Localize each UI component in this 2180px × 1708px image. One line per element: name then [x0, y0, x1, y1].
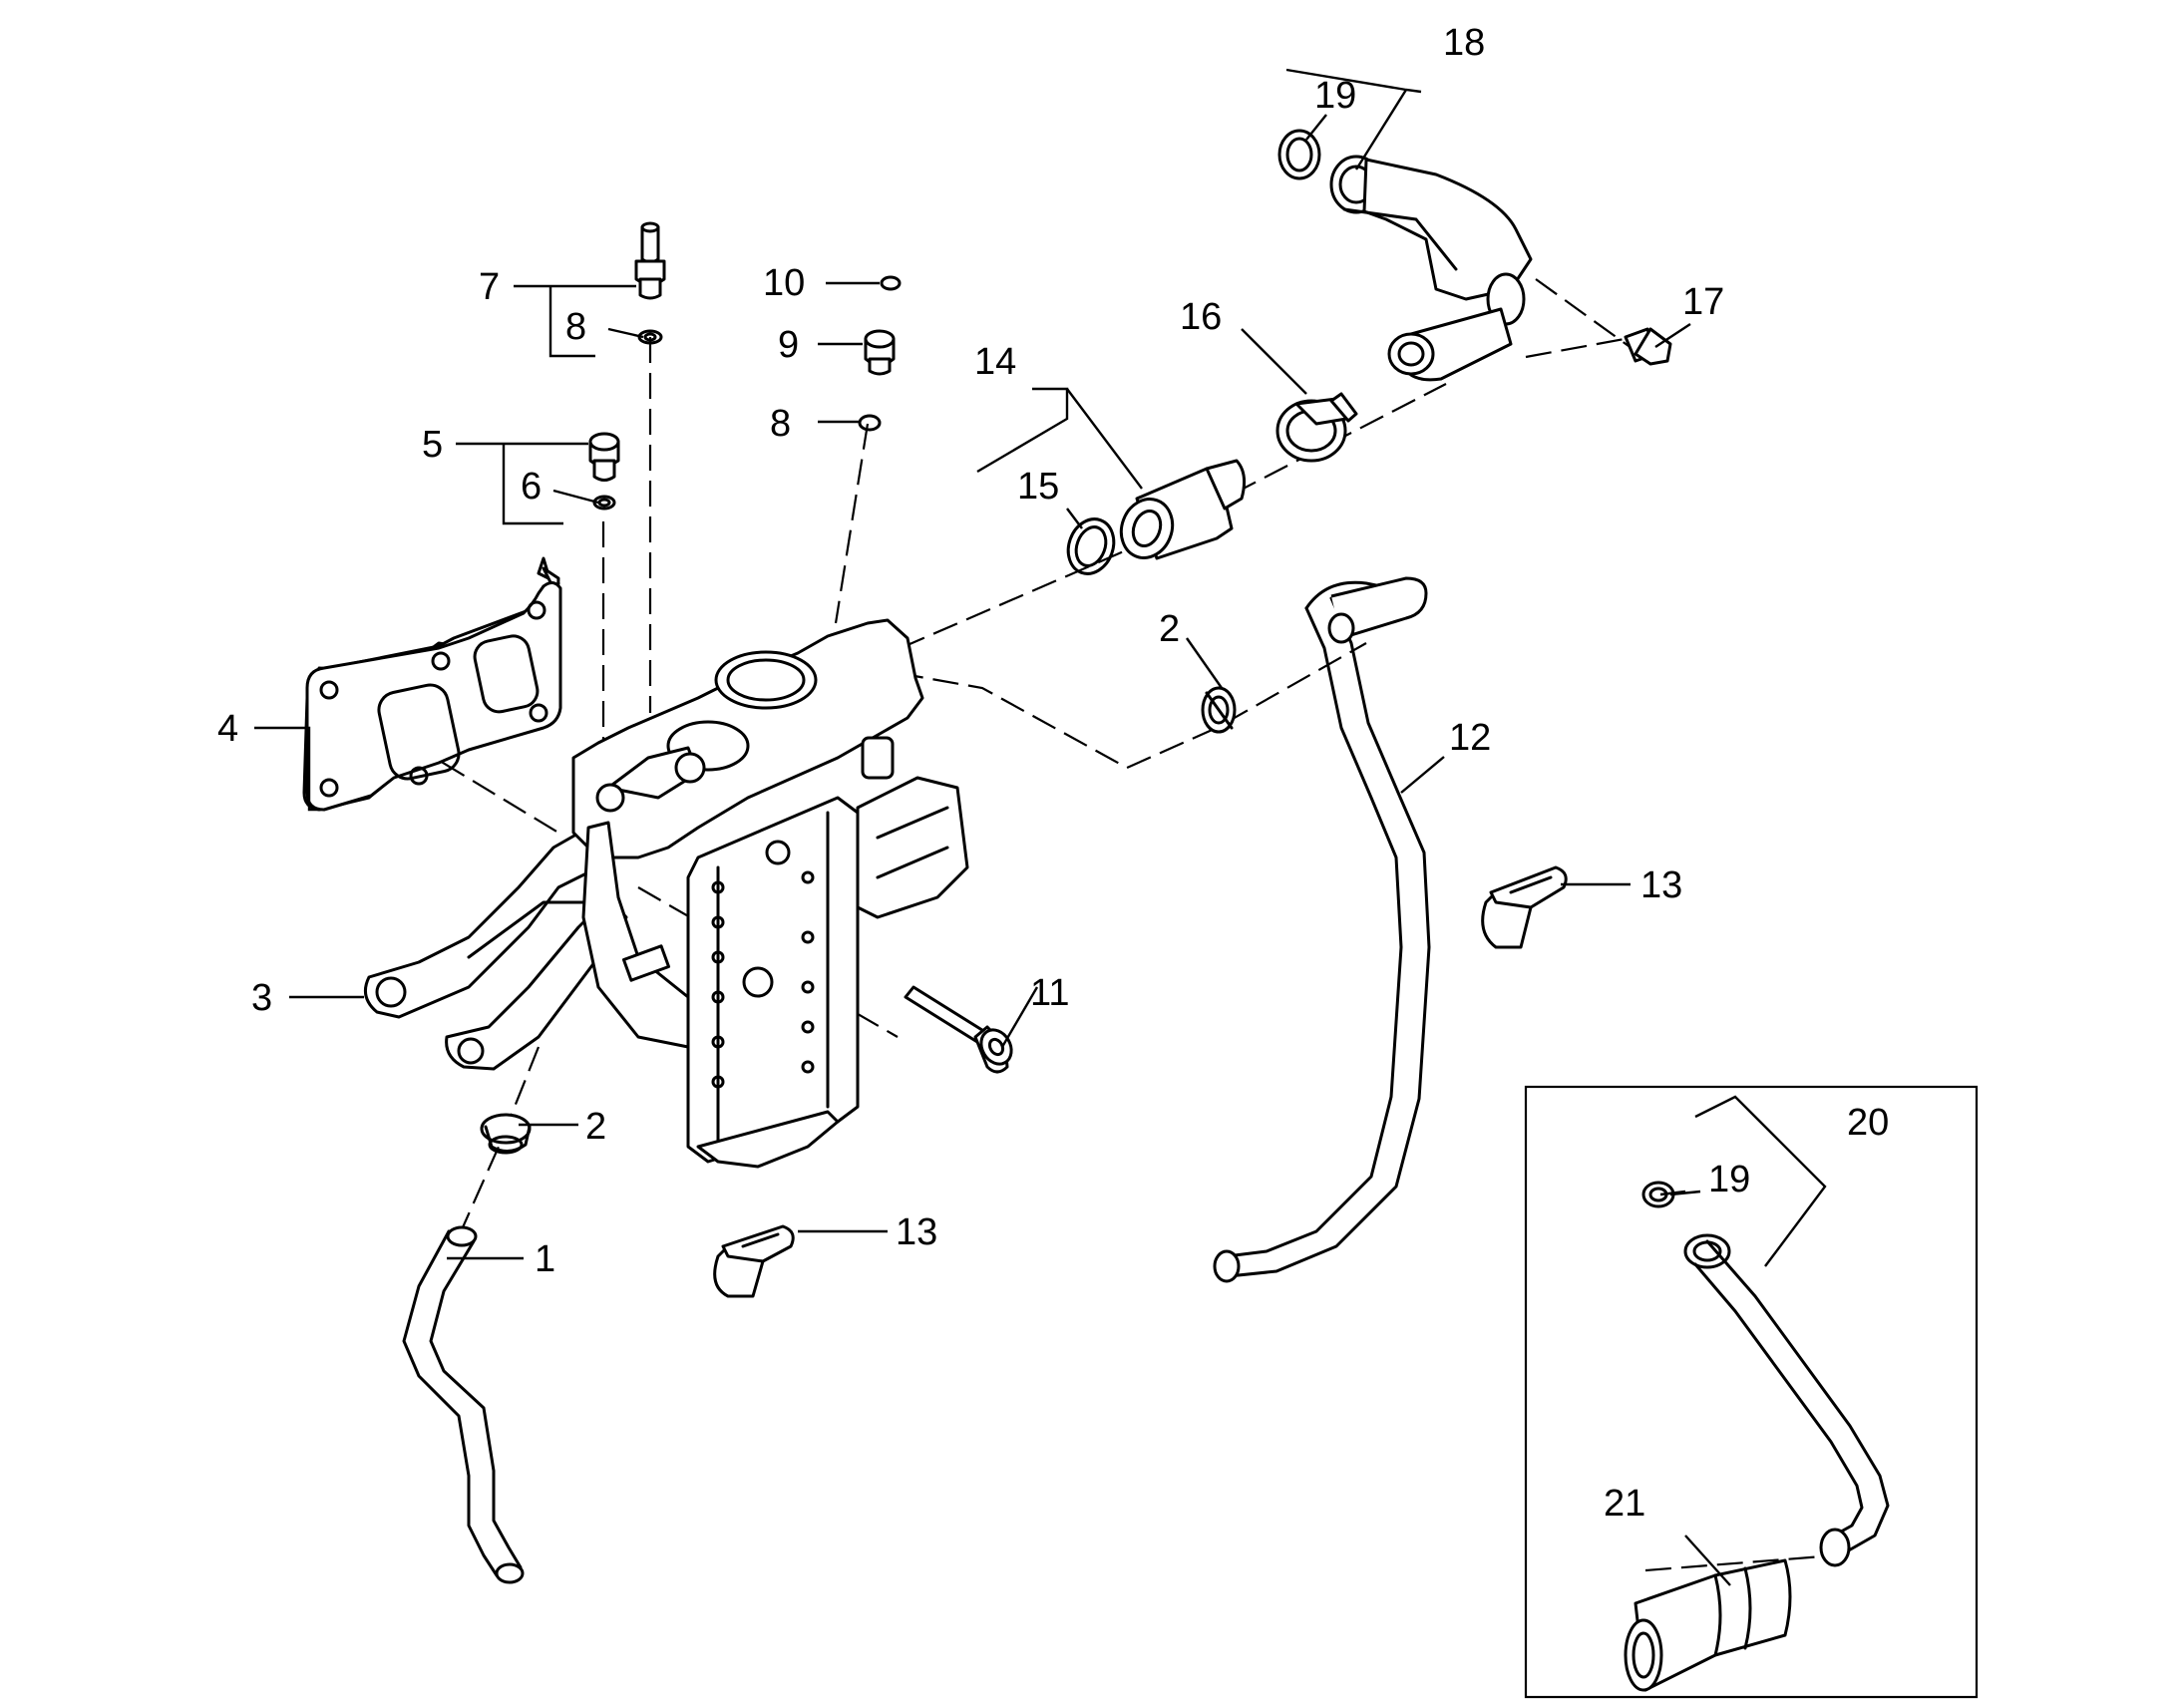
part-2-grommet-upper — [1201, 686, 1237, 734]
part-21-sleeve — [1624, 1558, 1792, 1692]
callout-4: 4 — [217, 708, 238, 750]
part-7-sensor — [634, 221, 666, 300]
part-12-hose — [1213, 576, 1431, 1283]
part-20-pipe — [1683, 1233, 1890, 1567]
callout-12: 12 — [1449, 717, 1491, 759]
callout-7: 7 — [479, 266, 500, 308]
part-8-washer-lower — [858, 414, 882, 432]
part-14-fitting — [1119, 459, 1247, 560]
callout-19-upper: 19 — [1314, 75, 1356, 117]
callout-18: 18 — [1443, 22, 1485, 64]
part-11-bolt — [904, 985, 1013, 1074]
callout-13-lower: 13 — [896, 1211, 937, 1253]
part-18-pipe — [1329, 155, 1533, 382]
part-19-o-ring-upper — [1277, 129, 1321, 180]
callout-11: 11 — [1030, 972, 1069, 1014]
callout-14: 14 — [974, 341, 1016, 383]
callout-16: 16 — [1180, 296, 1222, 338]
callout-1: 1 — [535, 1238, 555, 1280]
leader-lines — [254, 68, 1827, 1586]
part-16-clamp — [1275, 392, 1358, 463]
part-5-plug — [588, 432, 620, 482]
part-2-grommet-lower — [480, 1113, 532, 1155]
callout-20: 20 — [1847, 1102, 1889, 1144]
part-1-hose — [402, 1225, 525, 1584]
callout-17: 17 — [1682, 281, 1724, 323]
callout-2-lower: 2 — [585, 1106, 606, 1148]
callout-19-inset: 19 — [1708, 1159, 1750, 1200]
callout-5: 5 — [422, 424, 443, 466]
thermostat-housing — [571, 618, 969, 1169]
callout-10: 10 — [763, 262, 805, 304]
callout-13-upper: 13 — [1640, 864, 1682, 906]
part-13-clip-lower — [713, 1224, 795, 1298]
callout-9: 9 — [778, 324, 799, 366]
part-13-clip-upper — [1481, 865, 1568, 949]
part-4-gasket — [302, 556, 562, 812]
callout-8-lower: 8 — [770, 403, 791, 445]
part-9-sender — [864, 329, 896, 376]
callout-8-upper: 8 — [565, 306, 586, 348]
part-10-washer — [880, 275, 902, 291]
callout-2-upper: 2 — [1159, 608, 1180, 650]
callout-labels: 1 2 2 3 4 5 6 7 8 8 9 10 11 12 13 13 14 … — [217, 22, 1889, 1525]
inset-panel — [1524, 1085, 1979, 1699]
callout-21: 21 — [1604, 1483, 1645, 1525]
callout-6: 6 — [521, 466, 542, 508]
callout-3: 3 — [251, 977, 272, 1019]
part-15-o-ring — [1066, 517, 1116, 575]
assembly-lines — [318, 278, 1836, 1572]
part-17-bolt — [1624, 327, 1672, 366]
callout-15: 15 — [1017, 466, 1059, 508]
